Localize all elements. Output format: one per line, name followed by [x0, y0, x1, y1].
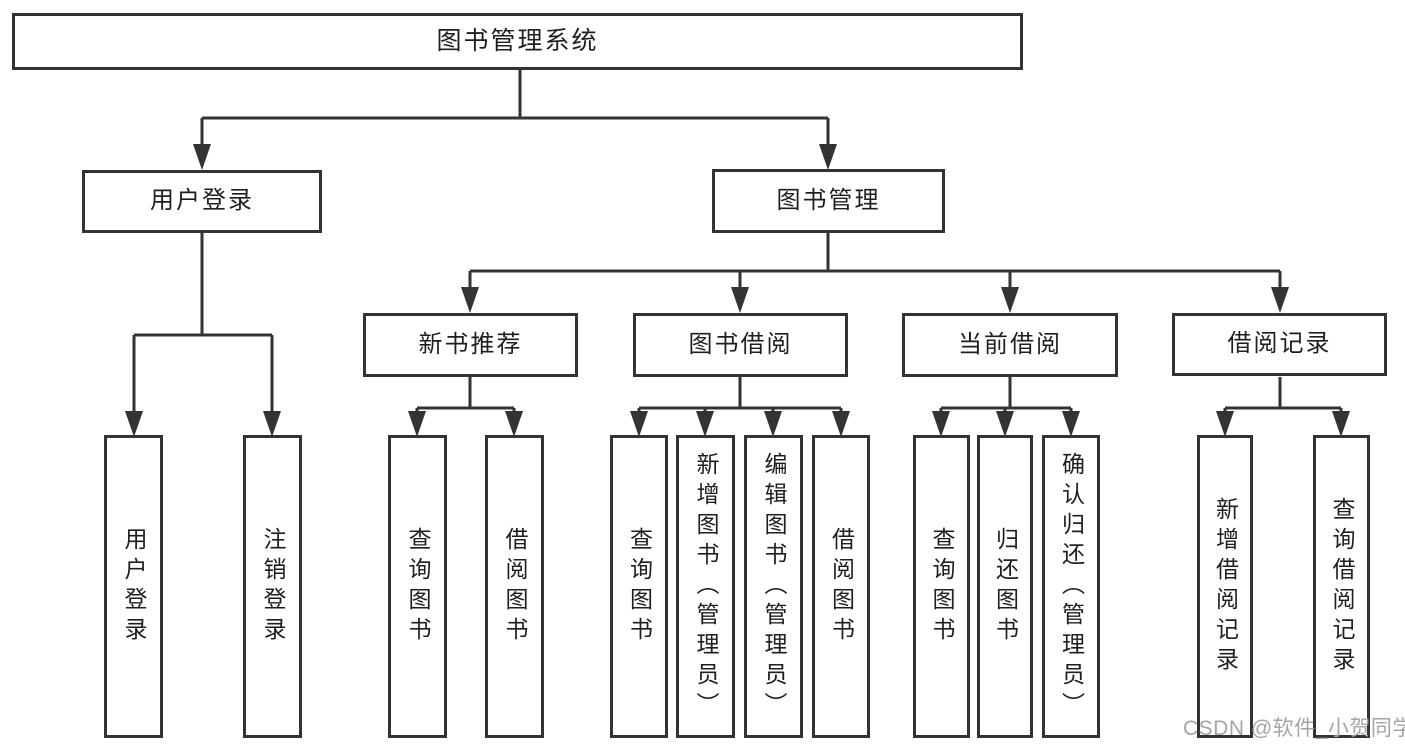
node-book-borrowing: 图书借阅: [633, 313, 848, 377]
leaf-return-books: 归还图书: [977, 435, 1033, 738]
leaf-query-books-recommend: 查询图书: [388, 435, 447, 738]
leaf-borrow-books: 借阅图书: [812, 435, 870, 738]
root-node-library-management-system: 图书管理系统: [12, 13, 1023, 70]
leaf-borrow-books-recommend: 借阅图书: [485, 435, 544, 738]
node-borrowing-records: 借阅记录: [1172, 313, 1387, 376]
leaf-query-books-current: 查询图书: [913, 435, 970, 738]
node-new-book-recommendation: 新书推荐: [363, 313, 578, 377]
node-current-borrowing: 当前借阅: [902, 313, 1118, 377]
leaf-query-books-borrow: 查询图书: [610, 435, 668, 738]
leaf-query-borrow-record: 查询借阅记录: [1313, 435, 1370, 738]
leaf-add-books-admin: 新增图书（管理员）: [676, 435, 735, 738]
leaf-confirm-return-admin: 确认归还（管理员）: [1042, 435, 1100, 738]
branch-book-management: 图书管理: [712, 169, 945, 233]
leaf-user-login: 用户登录: [104, 435, 163, 738]
leaf-logout: 注销登录: [243, 435, 302, 738]
branch-user-login: 用户登录: [82, 170, 322, 233]
leaf-add-borrow-record: 新增借阅记录: [1197, 435, 1253, 738]
csdn-watermark: CSDN @软件_小贺同学: [1183, 717, 1405, 740]
leaf-edit-books-admin: 编辑图书（管理员）: [744, 435, 803, 738]
arrowheads: [125, 144, 1350, 437]
